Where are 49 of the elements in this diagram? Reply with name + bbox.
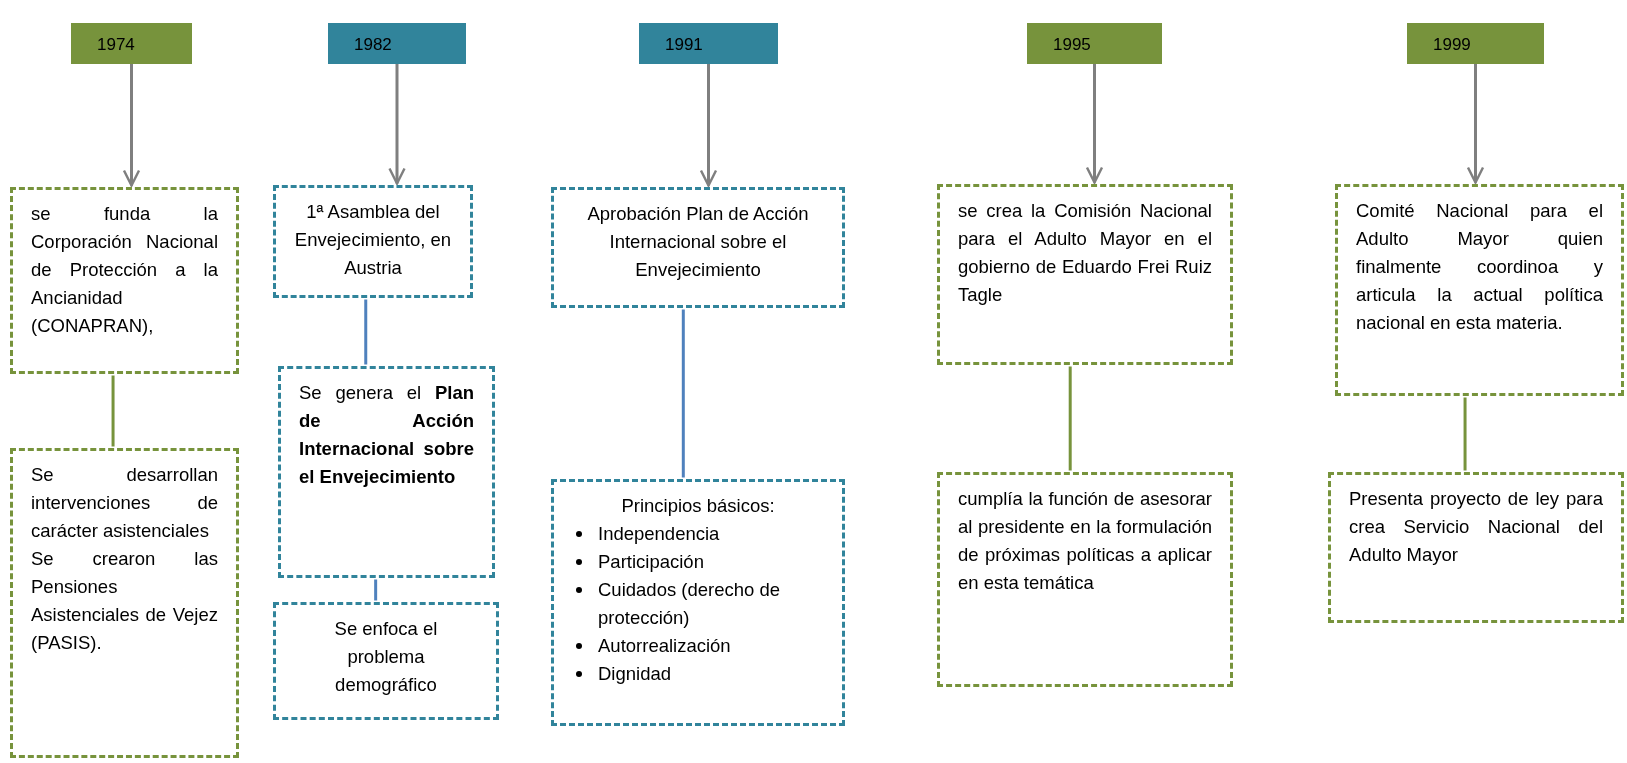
connector-line [374, 579, 378, 601]
list-heading: Principios básicos: [620, 494, 776, 518]
arrow [122, 64, 141, 187]
event-text: 1ª Asamblea del Envejecimiento, en Austria [294, 200, 452, 280]
event-box [273, 185, 473, 298]
connector-line [1068, 366, 1072, 471]
event-text: Se enfoca el problema demográfico [333, 617, 439, 697]
event-box [273, 602, 499, 720]
event-text: Se genera el Plan de Acción Internacional sobre el Envejecimiento [299, 381, 474, 489]
arrow [1466, 64, 1485, 184]
year-box [1027, 23, 1162, 64]
event-box [10, 187, 239, 374]
connector-line [111, 375, 115, 447]
arrow [1085, 64, 1104, 184]
arrow [388, 64, 406, 185]
event-box [10, 448, 239, 758]
bullet-item: Autorrealización [598, 635, 731, 656]
event-text: Presenta proyecto de ley para crea Servicio Nacional del Adulto Mayor [1349, 487, 1603, 567]
connector-line [681, 309, 685, 478]
year-label: 1995 [1053, 35, 1092, 55]
year-label: 1974 [97, 35, 136, 55]
event-box [937, 472, 1233, 687]
year-label: 1991 [665, 35, 704, 55]
event-text: se crea la Comisión Nacional para el Adulto Mayor en el gobierno de Eduardo Frei Ruiz Tagle [958, 199, 1212, 307]
event-text: Aprobación Plan de Acción Internacional sobre el Envejecimiento [586, 202, 810, 282]
bullet-item: Dignidad [598, 663, 672, 684]
year-box [639, 23, 778, 64]
arrow [699, 64, 718, 187]
event-text: se funda la Corporación Nacional de Protección a la Ancianidad (CONAPRAN), [31, 202, 218, 338]
year-box [71, 23, 192, 64]
event-box [1328, 472, 1624, 623]
connector-line [364, 299, 368, 365]
bullet-item: Cuidados (derecho de protección) [598, 579, 781, 628]
year-box [328, 23, 466, 64]
year-label: 1999 [1433, 35, 1472, 55]
event-box [551, 479, 845, 726]
event-text: Se desarrollan intervenciones de carácter asistenciales [31, 463, 218, 543]
event-text: Comité Nacional para el Adulto Mayor quien finalmente coordinoa y articula la actual política nacional en esta materia. [1356, 199, 1603, 335]
event-text: Se crearon las Pensiones Asistenciales de Vejez (PASIS). [31, 547, 218, 655]
event-box [1335, 184, 1624, 396]
year-label: 1982 [354, 35, 393, 55]
event-box [937, 184, 1233, 365]
event-box [551, 187, 845, 308]
connector-line [1463, 397, 1467, 471]
bullet-item: Participación [598, 551, 704, 572]
event-text: cumplía la función de asesorar al presidente en la formulación de próximas políticas a aplicar en esta temática [958, 487, 1212, 595]
bullet-item: Independencia [598, 523, 720, 544]
year-box [1407, 23, 1544, 64]
event-box [278, 366, 495, 578]
